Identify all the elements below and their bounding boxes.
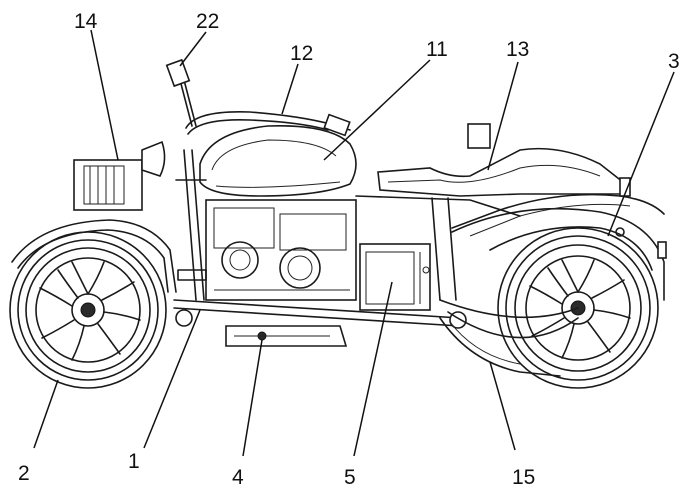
label-1: 1 (128, 450, 140, 473)
leader-13 (487, 61, 519, 171)
front-wheel (9, 219, 177, 389)
label-4: 4 (232, 466, 244, 489)
leader-4 (242, 339, 263, 457)
leader-3 (607, 71, 675, 237)
label-11: 11 (426, 38, 448, 61)
leader-14 (90, 29, 119, 161)
label-13: 13 (506, 38, 529, 61)
label-15: 15 (512, 466, 535, 489)
leader-2 (33, 379, 59, 449)
rear-wheel (451, 193, 667, 389)
leader-12 (281, 63, 299, 115)
leader-1 (143, 309, 201, 449)
label-22: 22 (196, 10, 219, 33)
label-3: 3 (668, 50, 680, 73)
vehicle-body (73, 58, 631, 377)
reference-labels: 14 22 12 11 13 3 2 1 4 5 15 (18, 10, 680, 489)
leader-11 (323, 59, 431, 161)
leader-22 (179, 31, 207, 67)
label-14: 14 (74, 10, 98, 33)
label-12: 12 (290, 42, 313, 65)
leader-lines (33, 29, 675, 457)
leader-5 (353, 281, 393, 457)
label-5: 5 (344, 466, 356, 489)
leader-15 (489, 361, 516, 451)
label-2: 2 (18, 462, 30, 485)
